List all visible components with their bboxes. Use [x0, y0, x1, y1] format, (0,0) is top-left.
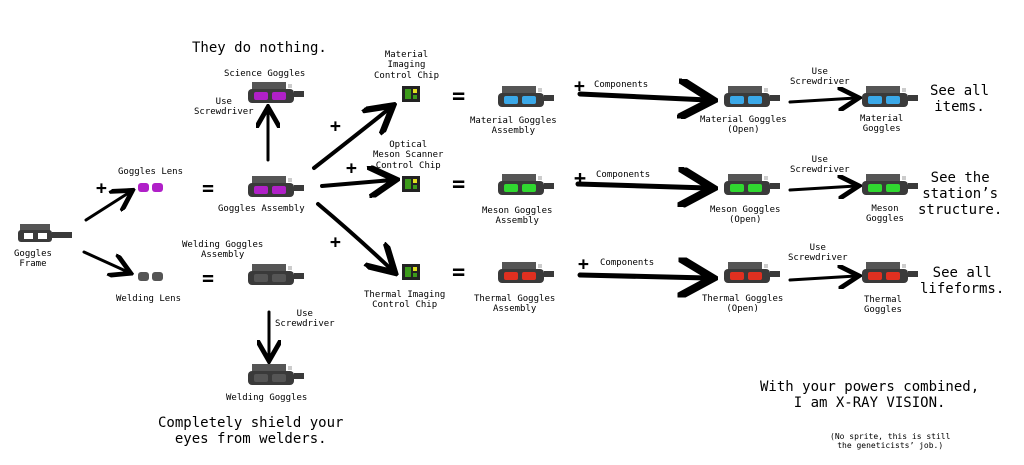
components-label: Components — [596, 170, 651, 180]
note-see-lifeforms: See all lifeforms. — [920, 265, 1005, 298]
note-xray-small: (No sprite, this is still the geneticist… — [830, 432, 951, 451]
material-chip-sprite — [402, 86, 420, 102]
welding-goggles-assembly-label: Welding Goggles Assembly — [182, 240, 264, 261]
equals-sign: = — [452, 172, 466, 197]
meson-assembly-sprite — [498, 174, 554, 195]
thermal-assembly-sprite — [498, 262, 554, 283]
goggles-assembly-label: Goggles Assembly — [218, 204, 305, 214]
note-see-structure: See the station’s structure. — [918, 170, 1003, 219]
arrow-assembly-to-material-chip — [312, 108, 390, 170]
arrow-thermal-screwdriver — [788, 276, 856, 280]
arrow-meson-screwdriver — [788, 186, 856, 190]
material-chip-label: Material Imaging Control Chip — [374, 50, 440, 81]
meson-open-label: Meson Goggles (Open) — [710, 205, 781, 226]
note-shield: Completely shield your eyes from welders… — [158, 415, 344, 448]
welding-goggles-label: Welding Goggles — [226, 393, 308, 403]
use-screwdriver-label: Use Screwdriver — [275, 309, 335, 330]
use-screwdriver-label: Use Screwdriver — [788, 243, 848, 264]
thermal-chip-label: Thermal Imaging Control Chip — [364, 290, 446, 311]
plus-sign: + — [578, 254, 589, 275]
meson-chip-sprite — [402, 176, 420, 192]
plus-sign: + — [574, 76, 585, 97]
use-screwdriver-label: Use Screwdriver — [790, 67, 850, 88]
material-open-label: Material Goggles (Open) — [700, 115, 787, 136]
thermal-goggles-label: Thermal Goggles — [864, 295, 902, 316]
arrow-meson-components — [575, 184, 708, 188]
arrow-material-components — [577, 94, 708, 100]
use-screwdriver-label: Use Screwdriver — [790, 155, 850, 176]
note-do-nothing: They do nothing. — [192, 40, 327, 56]
thermal-chip-sprite — [402, 264, 420, 280]
meson-chip-label: Optical Meson Scanner Control Chip — [373, 140, 444, 171]
welding-goggles-sprite — [248, 364, 304, 385]
arrow-material-screwdriver — [788, 98, 856, 102]
arrow-frame-to-lens — [84, 192, 130, 222]
goggles-frame-label: Goggles Frame — [14, 249, 52, 270]
equals-sign: = — [452, 84, 466, 109]
components-label: Components — [594, 80, 649, 90]
arrow-frame-to-welding-lens — [82, 250, 128, 272]
equals-sign: = — [202, 266, 215, 290]
material-open-sprite — [724, 86, 780, 107]
meson-assembly-label: Meson Goggles Assembly — [482, 206, 553, 227]
use-screwdriver-label: Use Screwdriver — [194, 97, 254, 118]
meson-open-sprite — [724, 174, 780, 195]
equals-sign: = — [452, 260, 466, 285]
thermal-goggles-sprite — [862, 262, 918, 283]
arrow-thermal-components — [577, 275, 708, 278]
goggles-lens-label: Goggles Lens — [118, 167, 184, 177]
meson-goggles-sprite — [862, 174, 918, 195]
equals-sign: = — [202, 176, 215, 200]
material-goggles-label: Material Goggles — [860, 114, 904, 135]
arrow-assembly-to-meson-chip — [320, 180, 392, 186]
components-label: Components — [600, 258, 655, 268]
welding-lens-sprite — [138, 272, 163, 281]
plus-sign: + — [330, 232, 341, 253]
goggles-frame-sprite — [18, 224, 72, 242]
thermal-assembly-label: Thermal Goggles Assembly — [474, 294, 556, 315]
plus-sign: + — [330, 116, 341, 137]
science-goggles-sprite — [248, 82, 304, 103]
material-assembly-label: Material Goggles Assembly — [470, 116, 557, 137]
note-xray: With your powers combined, I am X-RAY VI… — [760, 379, 980, 412]
thermal-open-label: Thermal Goggles (Open) — [702, 294, 784, 315]
plus-sign: + — [574, 166, 587, 190]
goggles-assembly-sprite — [248, 176, 304, 197]
arrow-assembly-to-thermal-chip — [316, 202, 392, 270]
note-see-items: See all items. — [930, 83, 990, 116]
thermal-open-sprite — [724, 262, 780, 283]
plus-sign: + — [346, 158, 357, 179]
welding-goggles-assembly-sprite — [248, 264, 304, 285]
welding-lens-label: Welding Lens — [116, 294, 182, 304]
goggles-lens-sprite — [138, 183, 163, 192]
meson-goggles-label: Meson Goggles — [866, 204, 904, 225]
plus-sign: + — [96, 178, 107, 199]
material-goggles-sprite — [862, 86, 918, 107]
material-assembly-sprite — [498, 86, 554, 107]
science-goggles-label: Science Goggles — [224, 69, 306, 79]
